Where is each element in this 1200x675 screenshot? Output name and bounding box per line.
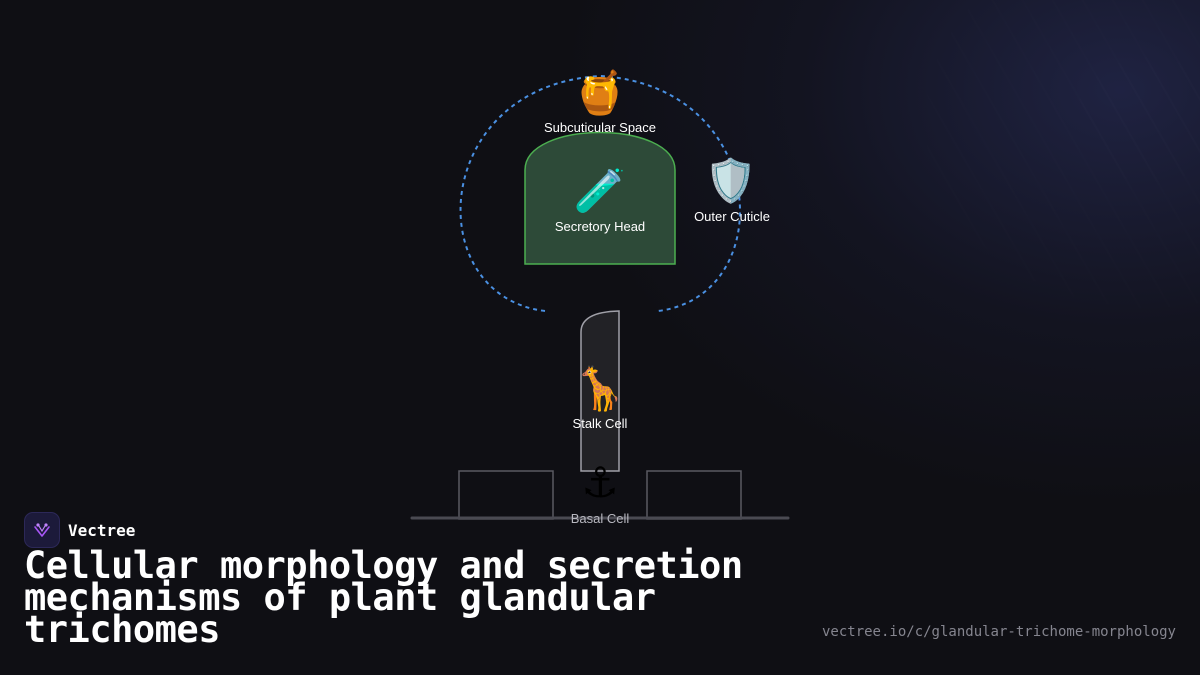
vectree-logo-icon bbox=[24, 512, 60, 548]
giraffe-icon: 🦒 bbox=[573, 364, 627, 413]
vectree-logo-mark bbox=[34, 523, 50, 537]
stalk-cell-shape bbox=[580, 310, 620, 472]
outer-cuticle-label: Outer Cuticle bbox=[694, 209, 770, 224]
brand: Vectree bbox=[24, 512, 135, 548]
anchor-icon: ⚓ bbox=[581, 458, 619, 507]
shield-icon: 🛡️ bbox=[704, 156, 758, 205]
page-title: Cellular morphology and secretion mechan… bbox=[24, 544, 743, 651]
outer-cuticle-outline bbox=[459, 74, 741, 312]
secretory-head-shape bbox=[524, 131, 676, 265]
page-url[interactable]: vectree.io/c/glandular-trichome-morpholo… bbox=[821, 624, 1176, 640]
stalk-cell-label: Stalk Cell bbox=[572, 416, 628, 431]
honey-pot-icon: 🍯 bbox=[573, 68, 627, 117]
test-tube-icon: 🧪 bbox=[573, 166, 627, 215]
brand-name: Vectree bbox=[68, 520, 136, 540]
epidermal-cell-left bbox=[458, 470, 554, 520]
secretory-head-label: Secretory Head bbox=[554, 219, 646, 234]
epidermal-cell-right bbox=[646, 470, 742, 520]
basal-cell-label: Basal Cell bbox=[570, 511, 630, 526]
subcuticular-space-label: Subcuticular Space bbox=[543, 120, 657, 135]
